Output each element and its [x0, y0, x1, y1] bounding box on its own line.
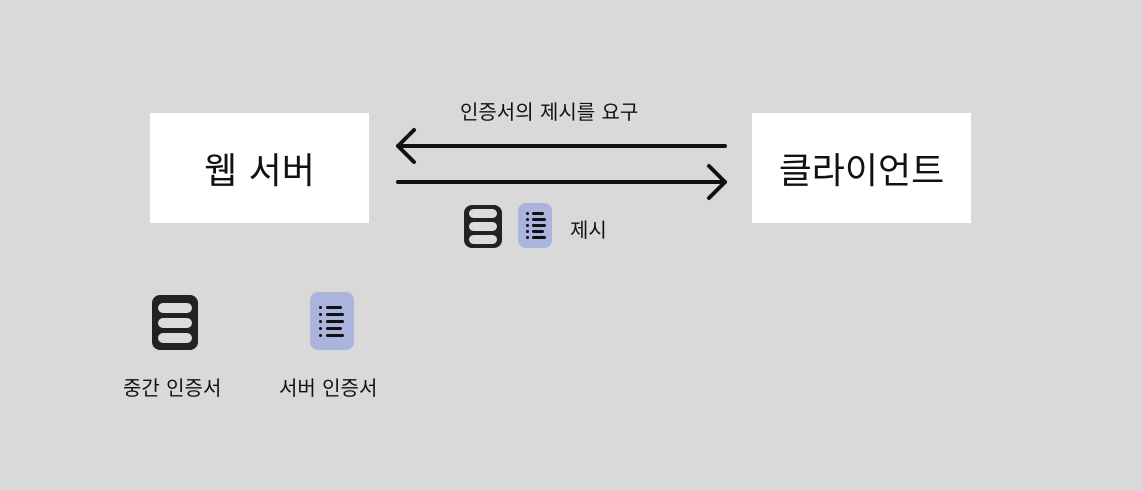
- legend-intermediate-certificate-label: 중간 인증서: [123, 376, 222, 400]
- legend-server-certificate-label: 서버 인증서: [279, 376, 378, 400]
- client-box: 클라이언트: [752, 113, 971, 223]
- request-arrow: [396, 128, 727, 164]
- legend-intermediate-certificate-icon: [152, 295, 198, 350]
- web-server-label: 웹 서버: [204, 151, 315, 192]
- legend-server-certificate-icon: [310, 292, 354, 350]
- present-arrow-label: 제시: [570, 218, 607, 242]
- request-arrow-label: 인증서의 제시를 요구: [460, 100, 639, 124]
- present-arrow: [396, 164, 727, 200]
- web-server-box: 웹 서버: [150, 113, 369, 223]
- intermediate-certificate-icon: [464, 205, 502, 248]
- server-certificate-icon: [518, 203, 552, 248]
- client-label: 클라이언트: [778, 151, 945, 192]
